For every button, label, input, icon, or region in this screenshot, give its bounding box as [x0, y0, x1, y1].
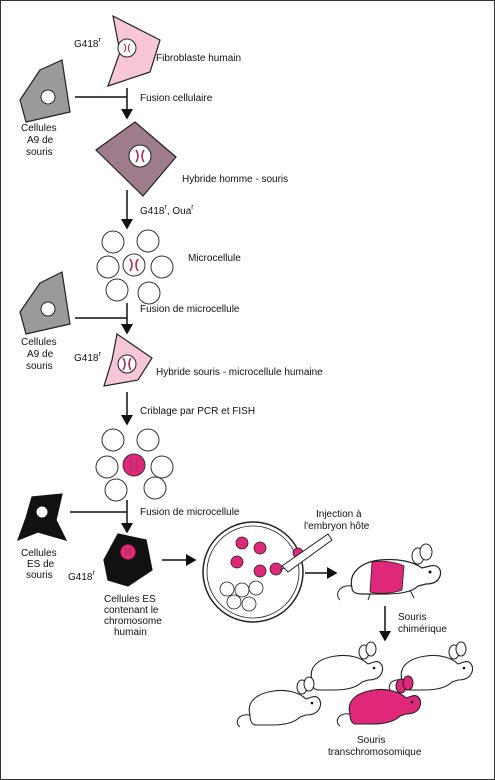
screening-label: Criblage par PCR et FISH: [140, 406, 255, 417]
offspring-mouse-1: [298, 641, 384, 693]
es-line2: ES de: [27, 559, 55, 570]
chimeric-line1: Souris: [398, 612, 426, 623]
es-chr-line1: Cellules ES: [104, 594, 156, 605]
mouse-a9-1-line1: Cellules: [21, 123, 57, 134]
mouse-a9-cell-1: [19, 59, 71, 123]
transchr-line2: transchromosomique: [328, 747, 422, 758]
injection-line2: l'embryon hôte: [304, 521, 370, 532]
hybrid-mouse-microcell: [103, 332, 153, 387]
fusion-micro-1-label: Fusion de microcellule: [140, 304, 240, 315]
g418-label-2: G418r: [74, 351, 101, 364]
offspring-mouse-3: [236, 676, 322, 728]
mouse-a9-cell-2: [19, 271, 71, 335]
transchromosomic-mouse: [336, 675, 422, 727]
mouse-a9-2-line3: souris: [26, 361, 53, 372]
human-fibroblast-cell: [107, 14, 161, 87]
g418-label-3: G418r: [68, 570, 95, 583]
mouse-a9-2-line1: Cellules: [21, 337, 57, 348]
injection-pipette: [279, 533, 333, 573]
fusion-micro-2-label: Fusion de microcellule: [140, 507, 240, 518]
microcell-label: Microcellule: [188, 253, 241, 264]
chimeric-line2: chimérique: [398, 624, 447, 635]
mouse-a9-1-line2: A9 de: [27, 135, 54, 146]
es-cell-with-chromosome: [103, 533, 153, 587]
mouse-a9-1-line3: souris: [26, 147, 53, 158]
fibroblast-label: Fibroblaste humain: [156, 53, 241, 64]
es-chr-line4: humain: [114, 627, 147, 638]
microcell-cluster-1: [96, 229, 174, 305]
g418-oua-label: G418r, Ouar: [140, 204, 194, 217]
g418-label-1: G418r: [74, 37, 101, 50]
hybrid-human-mouse-cell: [95, 121, 177, 197]
fusion-cell-label: Fusion cellulaire: [140, 93, 213, 104]
transchr-line1: Souris: [357, 735, 385, 746]
es-line3: souris: [26, 570, 53, 581]
es-chr-line2: contenant le: [104, 605, 159, 616]
chimeric-mouse: [337, 543, 442, 601]
es-line1: Cellules: [21, 548, 57, 559]
es-chr-line3: chromosome: [104, 616, 162, 627]
mouse-es-cell: [16, 493, 68, 542]
hybrid-sm-label: Hybride souris - microcellule humaine: [156, 367, 323, 378]
mouse-a9-2-line2: A9 de: [27, 349, 54, 360]
hybrid-hm-label: Hybride homme - souris: [182, 174, 288, 185]
microcell-cluster-2: [95, 428, 174, 502]
injection-line1: Injection à: [316, 509, 362, 520]
petri-dish: [202, 521, 304, 623]
